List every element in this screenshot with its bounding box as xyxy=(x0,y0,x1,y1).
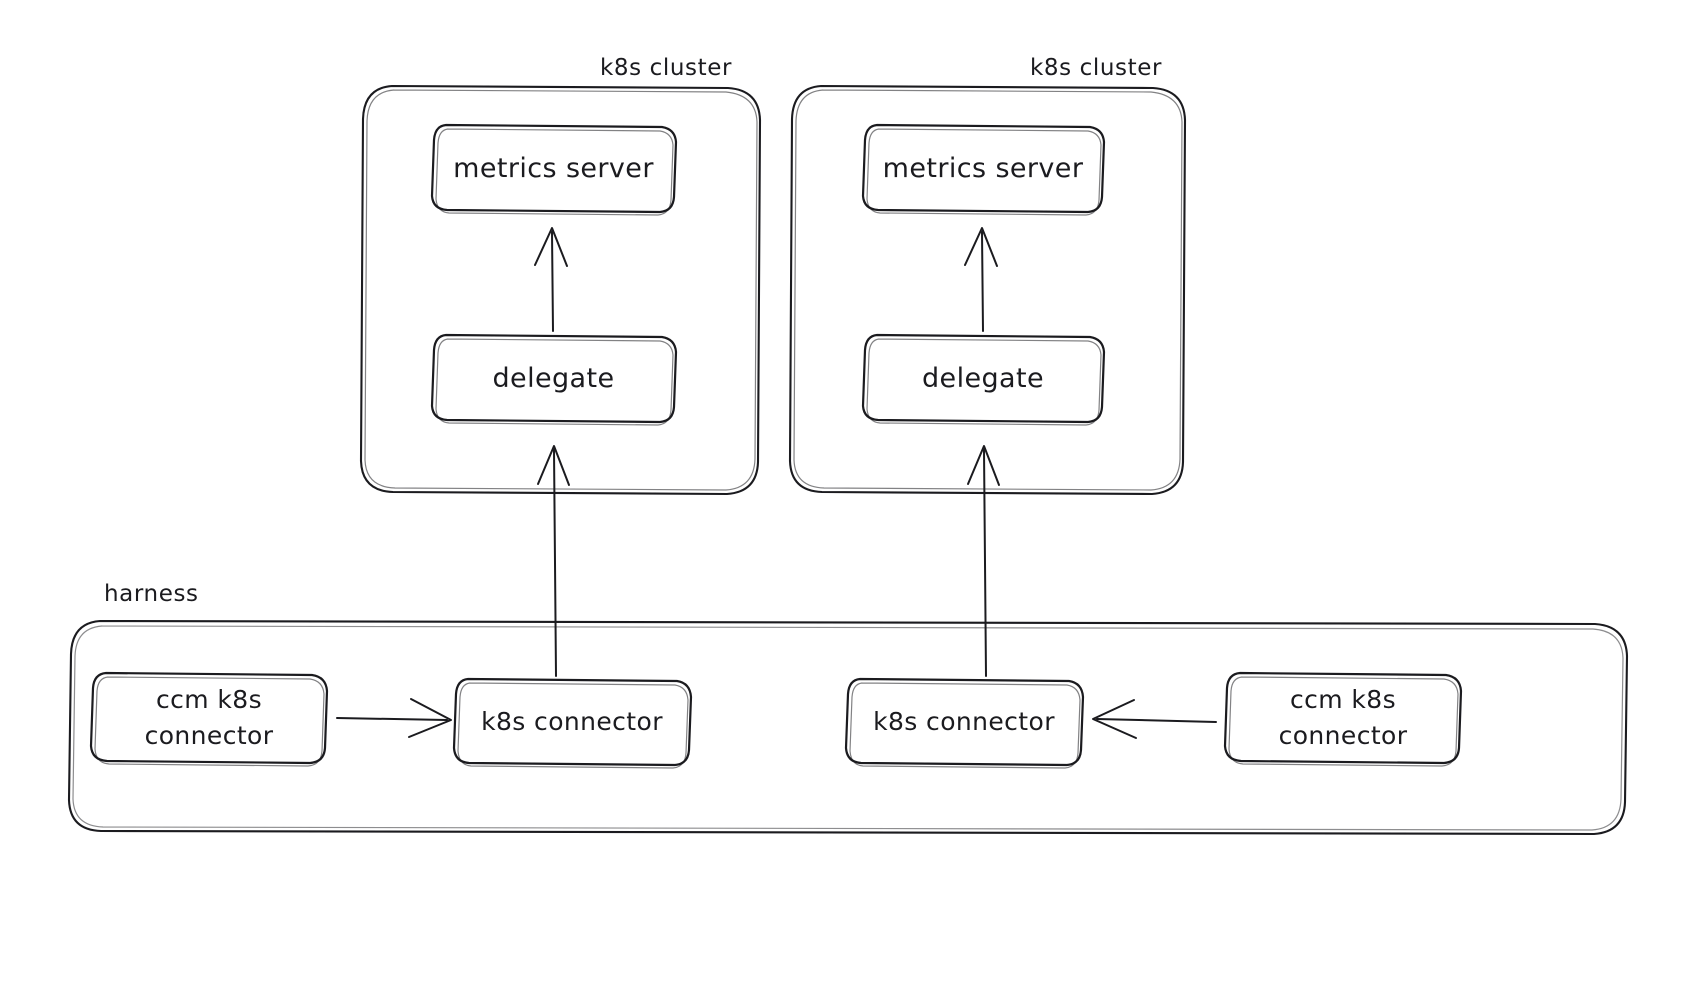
edge-ccm-left-to-k8s-connector-left xyxy=(336,698,452,738)
edge-ccm-right-to-k8s-connector-right xyxy=(1092,699,1217,739)
node-k8s-connector-right[interactable] xyxy=(844,677,1085,769)
shape-ccm-k8s-connector-left[interactable] xyxy=(91,672,327,764)
shape-k8s-connector-left[interactable] xyxy=(453,678,691,766)
edge-delegate-to-metrics-left xyxy=(534,227,568,332)
group-k8s-cluster-right[interactable] xyxy=(788,84,1187,496)
group-k8s-cluster-left[interactable] xyxy=(359,84,762,496)
group-label-harness: harness xyxy=(104,581,199,607)
node-label-ccm-k8s-connector-left: ccm k8s connector xyxy=(144,684,274,750)
node-delegate-left[interactable] xyxy=(430,333,678,426)
shape-metrics-server-right[interactable] xyxy=(863,124,1103,213)
node-label-k8s-connector-left: k8s connector xyxy=(481,706,663,736)
node-ccm-k8s-connector-right[interactable] xyxy=(1223,671,1463,767)
node-label-k8s-connector-right: k8s connector xyxy=(873,706,1055,736)
edge-k8s-connector-left-to-delegate-left xyxy=(537,445,570,677)
node-label-metrics-server-right: metrics server xyxy=(882,152,1084,184)
group-label-k8s-cluster-right: k8s cluster xyxy=(1030,55,1163,81)
node-metrics-server-left[interactable] xyxy=(430,123,678,216)
node-k8s-connector-left[interactable] xyxy=(452,677,693,769)
node-ccm-k8s-connector-left[interactable] xyxy=(89,671,329,767)
node-label-delegate-left: delegate xyxy=(492,362,615,394)
node-delegate-right[interactable] xyxy=(861,333,1106,426)
shape-metrics-server-left[interactable] xyxy=(432,124,675,213)
node-label-metrics-server-left: metrics server xyxy=(453,152,654,184)
node-label-ccm-k8s-connector-right: ccm k8s connector xyxy=(1278,684,1408,750)
shape-k8s-connector-right[interactable] xyxy=(845,678,1083,766)
node-label-delegate-right: delegate xyxy=(922,362,1044,394)
shape-delegate-left[interactable] xyxy=(432,334,675,423)
shape-ccm-k8s-connector-right[interactable] xyxy=(1225,672,1461,764)
shape-delegate-right[interactable] xyxy=(863,334,1103,423)
edge-k8s-connector-right-to-delegate-right xyxy=(967,445,1000,677)
edge-delegate-to-metrics-right xyxy=(964,227,998,332)
group-harness[interactable] xyxy=(67,619,1629,836)
node-metrics-server-right[interactable] xyxy=(861,123,1106,216)
group-label-k8s-cluster-left: k8s cluster xyxy=(600,55,733,81)
